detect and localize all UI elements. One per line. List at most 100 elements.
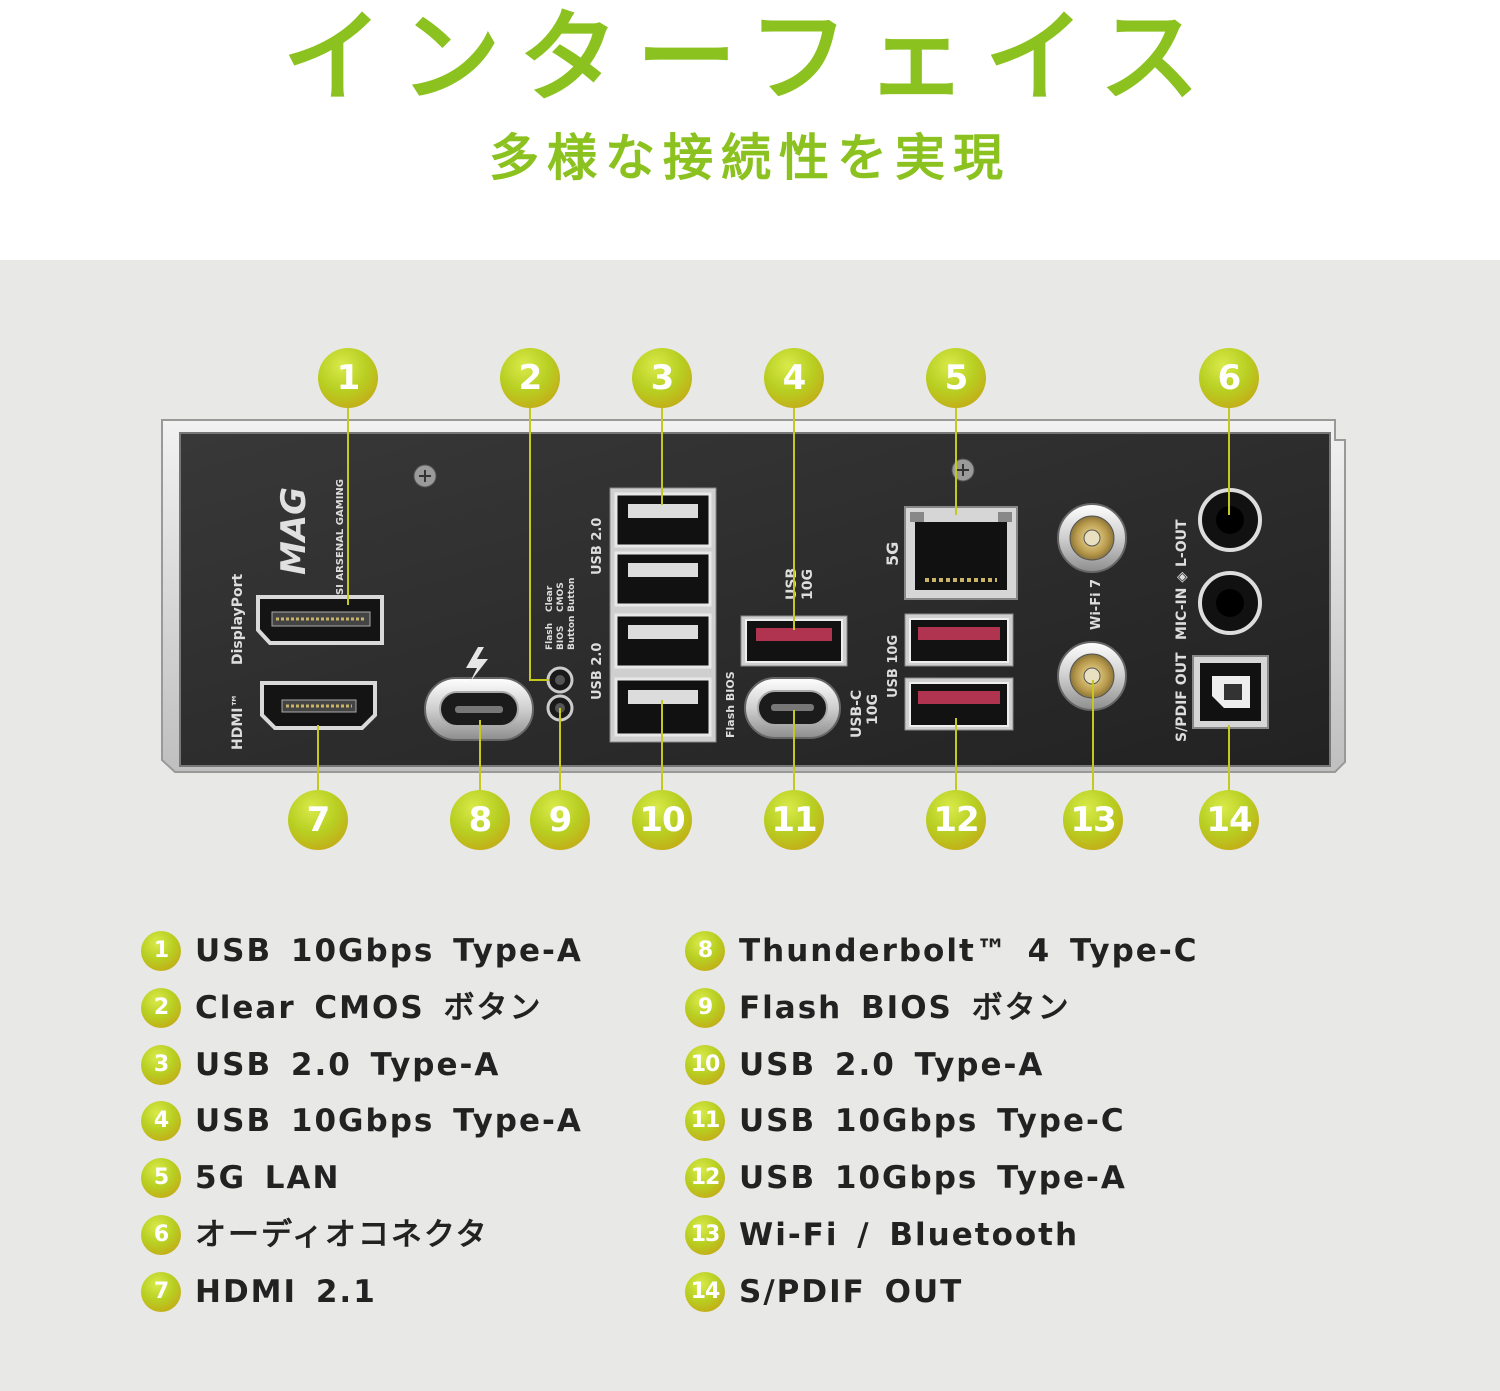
leader-line	[793, 405, 795, 630]
flash-bios-port-label: Flash BIOS	[724, 671, 737, 738]
thunderbolt-port[interactable]	[424, 647, 534, 741]
svg-text:BIOS: BIOS	[556, 626, 566, 650]
wifi-antenna-connector[interactable]	[1057, 503, 1127, 573]
logo-text: MAG	[274, 487, 314, 575]
leader-line	[317, 725, 319, 795]
displayport-label: DisplayPort	[230, 574, 246, 665]
legend-text: 5G LAN	[195, 1160, 341, 1196]
usb20-port[interactable]	[614, 492, 712, 548]
svg-text:CMOS: CMOS	[556, 582, 566, 612]
usb20-port[interactable]	[614, 613, 712, 669]
leader-line	[529, 679, 549, 681]
legend-text: USB 10Gbps Type-C	[739, 1103, 1126, 1139]
callout-badge: 3	[632, 348, 692, 408]
legend-number: 12	[685, 1158, 725, 1198]
callout-badge: 12	[926, 790, 986, 850]
legend-number: 11	[685, 1101, 725, 1141]
legend-text: USB 10Gbps Type-A	[195, 1103, 583, 1139]
legend-text: Thunderbolt™ 4 Type-C	[739, 933, 1199, 969]
leader-line	[1228, 725, 1230, 795]
leader-line	[955, 718, 957, 795]
legend-text: Wi-Fi / Bluetooth	[739, 1217, 1080, 1253]
leader-line	[661, 700, 663, 795]
legend-number: 4	[141, 1101, 181, 1141]
callout-badge: 2	[500, 348, 560, 408]
callout-badge: 14	[1199, 790, 1259, 850]
callout-badge: 7	[288, 790, 348, 850]
svg-text:Clear: Clear	[545, 585, 555, 612]
callout-badge: 6	[1199, 348, 1259, 408]
legend-number: 8	[685, 931, 725, 971]
usbc-label-a: USB-C	[849, 690, 865, 738]
usbc-label-b: 10G	[865, 694, 881, 725]
legend-text: オーディオコネクタ	[195, 1217, 489, 1253]
legend-text: USB 2.0 Type-A	[739, 1047, 1045, 1083]
usb10g-port[interactable]	[904, 677, 1014, 731]
usb20-port[interactable]	[614, 677, 712, 737]
callout-badge: 5	[926, 348, 986, 408]
legend-number: 7	[141, 1272, 181, 1312]
msi-logo: MAG MSI ARSENAL GAMING	[274, 479, 346, 605]
screw-icon	[951, 458, 975, 482]
audio-jack-lout[interactable]	[1198, 488, 1262, 552]
leader-line	[955, 405, 957, 515]
legend-number: 10	[685, 1045, 725, 1085]
legend-number: 3	[141, 1045, 181, 1085]
svg-text:Button: Button	[567, 578, 577, 612]
usbc-port[interactable]	[744, 677, 841, 739]
leader-line	[1092, 680, 1094, 795]
usb20-top-label: USB 2.0	[590, 518, 605, 575]
legend-text: S/PDIF OUT	[739, 1274, 964, 1310]
usb20-port[interactable]	[614, 551, 712, 607]
legend-number: 9	[685, 988, 725, 1028]
legend-text: HDMI 2.1	[195, 1274, 377, 1310]
displayport-port[interactable]	[256, 595, 384, 645]
thunderbolt-icon	[466, 647, 488, 682]
callout-badge: 11	[764, 790, 824, 850]
spdif-label: S/PDIF OUT	[1174, 652, 1190, 742]
callout-badge: 10	[632, 790, 692, 850]
leader-line	[559, 708, 561, 795]
svg-text:Button: Button	[567, 616, 577, 650]
leader-line	[661, 405, 663, 505]
legend-number: 2	[141, 988, 181, 1028]
audio-label: MIC-IN ◈ L-OUT	[1174, 519, 1190, 640]
wifi-antenna-connector[interactable]	[1057, 641, 1127, 711]
leader-line	[479, 720, 481, 795]
hdmi-label: HDMI™	[230, 694, 246, 750]
wifi-label: Wi-Fi 7	[1089, 579, 1104, 630]
legend-text: Flash BIOS ボタン	[739, 990, 1071, 1026]
buttons-label: Flash BIOS Button Clear CMOS Button	[545, 578, 577, 650]
callout-badge: 1	[318, 348, 378, 408]
leader-line	[347, 405, 349, 605]
callout-badge: 9	[530, 790, 590, 850]
legend-number: 5	[141, 1158, 181, 1198]
usb20-stack	[609, 487, 717, 743]
spdif-port[interactable]	[1192, 655, 1269, 729]
hdmi-port[interactable]	[260, 681, 377, 730]
logo-subtext: MSI ARSENAL GAMING	[335, 479, 346, 605]
page-title: インターフェイス	[282, 0, 1218, 116]
header: インターフェイス 多様な接続性を実現	[0, 0, 1500, 260]
callout-badge: 13	[1063, 790, 1123, 850]
legend-text: Clear CMOS ボタン	[195, 990, 543, 1026]
clear-cmos-button[interactable]	[546, 666, 574, 694]
callout-badge: 8	[450, 790, 510, 850]
leader-line	[1228, 405, 1230, 515]
svg-text:Flash: Flash	[545, 623, 555, 650]
usb10g-port[interactable]	[904, 613, 1014, 667]
legend-text: USB 10Gbps Type-A	[195, 933, 583, 969]
leader-line	[793, 710, 795, 795]
lan-port[interactable]	[904, 506, 1018, 600]
leader-line	[529, 405, 531, 680]
legend-text: USB 10Gbps Type-A	[739, 1160, 1127, 1196]
usb10g-label-a: USB	[784, 568, 800, 600]
usb10g-label-b: 10G	[800, 569, 816, 600]
lan-label: 5G	[883, 542, 902, 566]
legend-number: 13	[685, 1215, 725, 1255]
legend-number: 1	[141, 931, 181, 971]
page-subtitle: 多様な接続性を実現	[489, 129, 1011, 187]
legend-number: 6	[141, 1215, 181, 1255]
audio-jack-micin[interactable]	[1198, 571, 1262, 635]
